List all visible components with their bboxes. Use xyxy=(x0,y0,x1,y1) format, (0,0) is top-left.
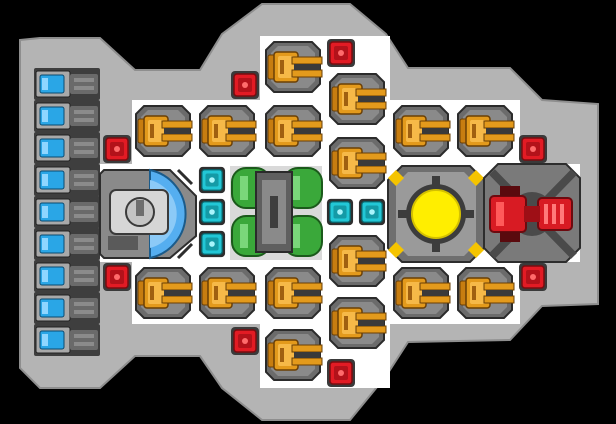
red-node[interactable] xyxy=(230,326,260,356)
cannon-turret[interactable] xyxy=(265,41,323,93)
cannon-turret[interactable] xyxy=(265,329,323,381)
fuel-tanks[interactable] xyxy=(230,166,323,260)
cyan-node[interactable] xyxy=(358,198,386,226)
battery-cell[interactable] xyxy=(34,324,100,356)
cannon-turret[interactable] xyxy=(199,267,257,319)
cannon-turret[interactable] xyxy=(329,297,387,349)
cyan-node[interactable] xyxy=(326,198,354,226)
cannon-turret[interactable] xyxy=(329,235,387,287)
cannon-turret[interactable] xyxy=(393,267,451,319)
cannon-turret[interactable] xyxy=(457,267,515,319)
battery-cell[interactable] xyxy=(34,68,100,100)
red-node[interactable] xyxy=(326,358,356,388)
red-node[interactable] xyxy=(518,134,548,164)
cannon-turret[interactable] xyxy=(135,267,193,319)
engine[interactable] xyxy=(483,163,581,263)
battery-cell[interactable] xyxy=(34,100,100,132)
cannon-turret[interactable] xyxy=(199,105,257,157)
cannon-turret[interactable] xyxy=(135,105,193,157)
cyan-node[interactable] xyxy=(198,198,226,226)
cannon-turret[interactable] xyxy=(329,137,387,189)
cannon-turret[interactable] xyxy=(265,105,323,157)
cyan-node[interactable] xyxy=(198,230,226,258)
red-node[interactable] xyxy=(518,262,548,292)
battery-column xyxy=(34,68,100,356)
red-node[interactable] xyxy=(102,134,132,164)
battery-cell[interactable] xyxy=(34,292,100,324)
cannon-turret[interactable] xyxy=(393,105,451,157)
battery-cell[interactable] xyxy=(34,132,100,164)
cyan-node[interactable] xyxy=(198,166,226,194)
cockpit[interactable] xyxy=(99,168,197,260)
battery-cell[interactable] xyxy=(34,196,100,228)
cannon-turret[interactable] xyxy=(265,267,323,319)
battery-cell[interactable] xyxy=(34,164,100,196)
cannon-turret[interactable] xyxy=(329,73,387,125)
battery-cell[interactable] xyxy=(34,228,100,260)
red-node[interactable] xyxy=(102,262,132,292)
red-node[interactable] xyxy=(326,38,356,68)
cannon-turret[interactable] xyxy=(457,105,515,157)
battery-cell[interactable] xyxy=(34,260,100,292)
red-node[interactable] xyxy=(230,70,260,100)
reactor[interactable] xyxy=(387,165,485,263)
